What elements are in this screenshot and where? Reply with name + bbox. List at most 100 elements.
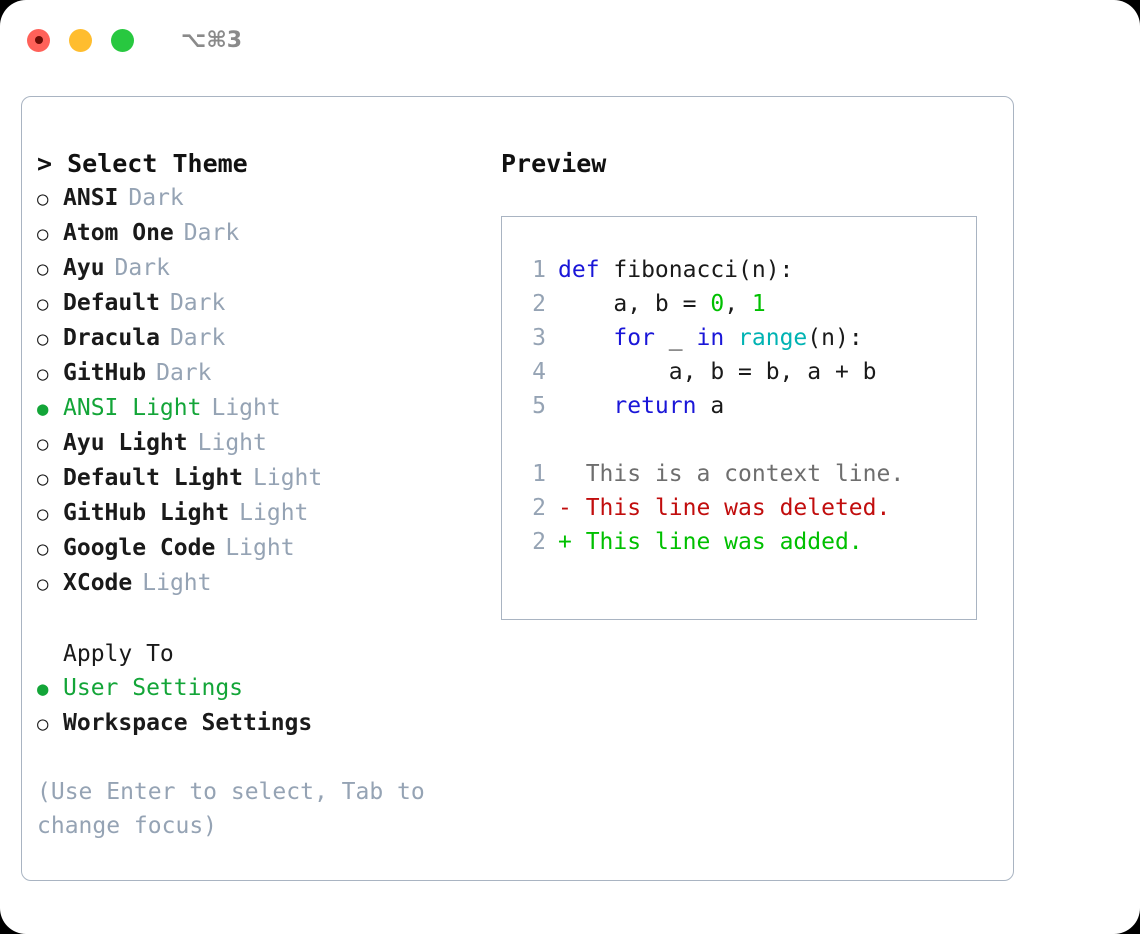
code-token-keyword: def [558, 257, 600, 283]
apply-to-list[interactable]: ● User Settings ○Workspace Settings [37, 671, 487, 741]
theme-variant-tag: Dark [183, 220, 240, 246]
radio-unselected-icon: ○ [37, 433, 49, 455]
radio-unselected-icon: ○ [37, 223, 49, 245]
maximize-button-icon[interactable] [111, 28, 134, 52]
theme-name: Google Code [63, 535, 216, 561]
theme-name: Ayu [63, 255, 105, 281]
preview-title: Preview [501, 149, 607, 178]
theme-variant-tag: Light [253, 465, 323, 491]
code-token-plain [724, 321, 738, 355]
close-button-icon[interactable] [27, 28, 50, 52]
theme-variant-tag: Dark [169, 325, 226, 351]
apply-to-option[interactable]: ● User Settings [37, 671, 487, 706]
diff-line-number: 1 [532, 461, 546, 487]
code-token-keyword: in [696, 325, 725, 351]
theme-variant-tag: Light [142, 570, 212, 596]
theme-variant-tag: Light [225, 535, 295, 561]
code-token-plain: (n): [807, 325, 863, 351]
theme-list-item[interactable]: ○ GitHub Light Light [37, 496, 487, 531]
theme-name: Dracula [63, 325, 160, 351]
code-diff-spacer [520, 423, 976, 457]
radio-unselected-icon: ○ [37, 363, 49, 385]
apply-to-option-label: User Settings [63, 675, 244, 701]
radio-unselected-icon: ○ [37, 573, 49, 595]
radio-unselected-icon: ○ [37, 258, 49, 280]
code-line: 5 return a [520, 389, 976, 423]
close-dot [34, 36, 43, 44]
radio-unselected-icon: ○ [37, 468, 49, 490]
theme-name: XCode [63, 570, 133, 596]
theme-variant-tag: Dark [169, 290, 226, 316]
theme-variant-tag: Dark [156, 360, 212, 386]
diff-text: This is a context line. [585, 461, 905, 487]
diff-line-number: 2 [532, 495, 546, 521]
theme-name: ANSI [63, 185, 119, 211]
code-line-number: 5 [532, 393, 546, 419]
code-token-plain: a [696, 393, 725, 419]
theme-name: ANSI Light [63, 395, 202, 421]
radio-unselected-icon: ○ [37, 503, 49, 525]
code-token-plain: a, b = b, a + b [558, 359, 877, 385]
radio-selected-icon: ● [37, 678, 49, 700]
theme-variant-tag: Light [239, 500, 309, 526]
diff-marker: - [558, 495, 586, 521]
theme-list-item[interactable]: ○ XCode Light [37, 566, 487, 601]
theme-list-item[interactable]: ○ ANSI Dark [37, 181, 487, 216]
diff-line: 2+ This line was added. [520, 525, 976, 559]
theme-variant-tag: Light [197, 430, 267, 456]
diff-line-number: 2 [532, 529, 546, 555]
code-token-plain [558, 321, 613, 355]
radio-unselected-icon: ○ [37, 188, 49, 210]
code-line-number: 2 [532, 291, 546, 317]
theme-name: Atom One [63, 220, 174, 246]
code-line: 4 a, b = b, a + b [520, 355, 976, 389]
code-token-plain: _ [654, 325, 697, 351]
traffic-light-buttons [27, 28, 134, 52]
code-token-keyword: return [613, 393, 697, 419]
code-token-number: 0 [710, 291, 725, 317]
code-line: 1 def fibonacci(n): [520, 253, 976, 287]
minimize-button-icon[interactable] [69, 28, 92, 52]
code-token-plain: , [724, 291, 752, 317]
code-token-plain [558, 389, 613, 423]
theme-variant-tag: Dark [128, 185, 184, 211]
theme-name: Ayu Light [63, 430, 188, 456]
radio-unselected-icon: ○ [37, 293, 49, 315]
theme-name: Default Light [63, 465, 244, 491]
code-token-plain: fibonacci(n): [599, 257, 794, 283]
apply-to-section: Apply To ●User Settings○Workspace Settin… [37, 637, 487, 741]
code-line: 3 for _ in range(n): [520, 321, 976, 355]
apply-to-option-label: Workspace Settings [63, 710, 313, 736]
theme-name: GitHub Light [63, 500, 230, 526]
theme-list-item[interactable]: ○ GitHub Dark [37, 356, 487, 391]
theme-list-item[interactable]: ○ Atom One Dark [37, 216, 487, 251]
code-line: 2 a, b = 0, 1 [520, 287, 976, 321]
keyboard-shortcut-label: ⌥⌘3 [181, 27, 243, 53]
code-line-number: 1 [532, 257, 546, 283]
window-titlebar: ⌥⌘3 [0, 0, 1140, 80]
diff-marker: + [558, 529, 586, 555]
theme-name: GitHub [63, 360, 147, 386]
apply-to-option[interactable]: ○Workspace Settings [37, 706, 487, 741]
code-token-keyword: for [613, 325, 655, 351]
theme-variant-tag: Light [211, 395, 281, 421]
code-token-function: range [738, 325, 808, 351]
code-line-number: 4 [532, 359, 546, 385]
diff-marker [558, 457, 586, 491]
theme-list-item[interactable]: ○ Default Light Light [37, 461, 487, 496]
theme-list-item[interactable]: ○ Ayu Light Light [37, 426, 487, 461]
theme-picker-title: > Select Theme [37, 149, 248, 178]
